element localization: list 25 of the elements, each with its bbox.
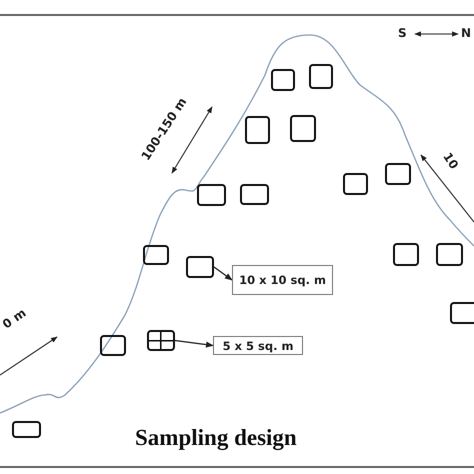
plot-square bbox=[343, 173, 368, 195]
title: Sampling design bbox=[135, 425, 297, 451]
plot-square bbox=[143, 245, 169, 265]
distance-label: 0 m bbox=[0, 306, 29, 332]
size-label-box: 5 x 5 sq. m bbox=[213, 336, 303, 355]
plot-square bbox=[186, 256, 214, 278]
plot-square bbox=[450, 302, 474, 324]
plot-square bbox=[436, 243, 463, 266]
plot-square bbox=[100, 335, 126, 356]
plot-square bbox=[385, 163, 411, 185]
plot-square bbox=[271, 69, 295, 91]
subdivided-plot-square bbox=[147, 330, 175, 351]
plot-square bbox=[245, 116, 270, 144]
direction-letter: S bbox=[398, 26, 407, 40]
distance-label: 10 bbox=[440, 150, 462, 172]
plot-square bbox=[309, 64, 333, 89]
plot-square bbox=[197, 184, 226, 206]
plot-square bbox=[240, 184, 269, 205]
size-label-box: 10 x 10 sq. m bbox=[232, 265, 333, 295]
arrow bbox=[214, 266, 233, 281]
plot-square bbox=[393, 243, 419, 266]
arrow bbox=[174, 340, 214, 348]
plot-square bbox=[12, 421, 41, 438]
direction-letter: N bbox=[461, 26, 472, 40]
plot-square bbox=[290, 115, 316, 142]
